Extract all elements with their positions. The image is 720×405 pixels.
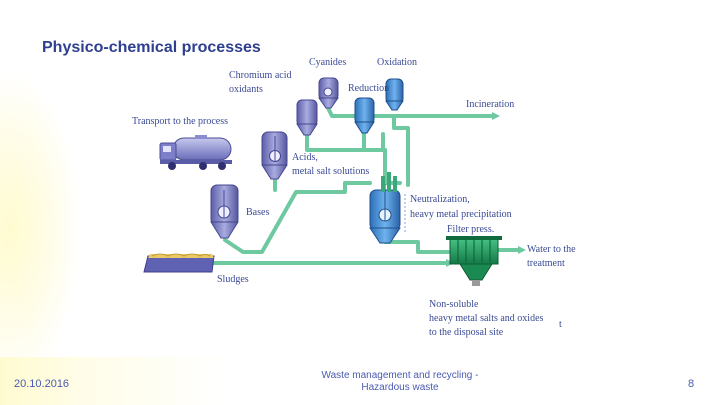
label-filter-press: Filter press.: [447, 224, 495, 235]
water-arrow: [518, 246, 526, 254]
label-transport: Transport to the process: [132, 116, 229, 127]
tank-chromium-icon: [296, 99, 318, 136]
label-stray-t: t: [559, 319, 562, 330]
label-water-line1: Water to the: [527, 244, 576, 255]
label-nonsoluble-line1: Non-soluble: [429, 299, 479, 310]
label-neutralization-line1: Neutralization,: [410, 194, 470, 205]
label-water-line2: treatment: [527, 258, 565, 269]
tank-reduction-icon: [354, 97, 375, 134]
sludge-tray-icon: [143, 253, 215, 273]
label-chromium: Chromium acid oxidants: [229, 69, 292, 97]
footer-page-number: 8: [688, 378, 695, 390]
incineration-arrow: [492, 112, 500, 120]
pipe-cyanides-to-trunk: [326, 106, 410, 187]
label-incineration: Incineration: [466, 99, 515, 110]
label-oxidation: Oxidation: [377, 57, 417, 68]
tank-bases-icon: [210, 184, 239, 239]
label-acids-line1: Acids,: [292, 152, 318, 163]
tanker-truck-icon: [159, 135, 232, 170]
label-cyanides: Cyanides: [309, 57, 347, 68]
label-water: Water to the treatment: [527, 243, 576, 271]
tank-cyanides-icon: [318, 77, 339, 109]
label-nonsoluble-line2: heavy metal salts and oxides: [429, 313, 544, 324]
label-sludges: Sludges: [217, 274, 249, 285]
footer-title-line1: Waste management and recycling -: [321, 370, 479, 381]
label-acids: Acids, metal salt solutions: [292, 151, 369, 179]
label-chromium-line1: Chromium acid: [229, 70, 292, 81]
label-neutralization: Neutralization, heavy metal precipitatio…: [410, 193, 512, 222]
label-neutralization-line2: heavy metal precipitation: [410, 209, 512, 220]
label-nonsoluble-line3: to the disposal site: [429, 327, 504, 338]
tank-neutralization-icon: [369, 172, 401, 244]
label-reduction: Reduction: [348, 83, 390, 94]
pipe-chromium-to-trunk: [305, 133, 387, 152]
tank-oxidation-icon: [385, 78, 404, 111]
label-nonsoluble: Non-soluble heavy metal salts and oxides…: [429, 298, 543, 340]
label-chromium-line2: oxidants: [229, 84, 263, 95]
pipe-neutralization-to-filter: [383, 240, 450, 254]
tank-acids-icon: [261, 131, 288, 180]
label-bases: Bases: [246, 207, 270, 218]
pipe-bases-to-main: [223, 181, 372, 254]
footer-date: 20.10.2016: [14, 378, 70, 390]
filter-press-icon: [446, 236, 502, 286]
slide-title: Physico-chemical processes: [42, 39, 261, 56]
label-acids-line2: metal salt solutions: [292, 166, 370, 177]
footer-title-line2: Hazardous waste: [361, 382, 439, 393]
footer-title: Waste management and recycling - Hazardo…: [300, 370, 500, 394]
